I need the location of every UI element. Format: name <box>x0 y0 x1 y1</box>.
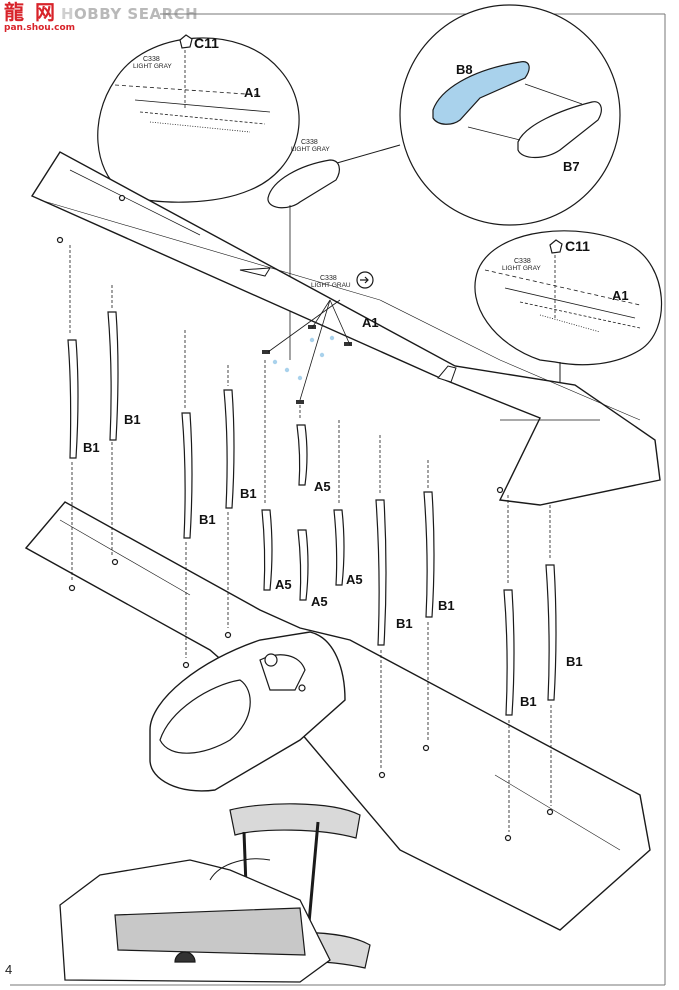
label-a1-right: A1 <box>612 288 629 303</box>
paint-code-4: C338 <box>514 258 531 265</box>
label-a5-1: A5 <box>314 479 331 494</box>
detail-circle-c11-left <box>97 34 300 205</box>
label-b1-1: B1 <box>83 440 100 455</box>
paint-code-1: C338 <box>143 56 160 63</box>
completed-view <box>59 803 371 983</box>
label-b8: B8 <box>456 62 473 77</box>
part-b7-shape <box>517 101 602 159</box>
fuselage <box>149 631 346 792</box>
detail-circle-b7-b8 <box>329 4 621 226</box>
watermark-url: pan.shou.com <box>4 23 76 33</box>
label-b1-6: B1 <box>438 598 455 613</box>
paint-code-3: C338 <box>320 275 337 282</box>
guide-lines <box>69 245 552 832</box>
label-b1-7: B1 <box>520 694 537 709</box>
watermark: 龍 网 pan.shou.com HOBBY SEARCH <box>4 0 199 33</box>
part-a-fairing <box>267 159 340 209</box>
label-b1-4: B1 <box>240 486 257 501</box>
page-number: 4 <box>5 962 13 977</box>
label-a5-4: A5 <box>346 572 363 587</box>
upper-wing <box>30 151 661 506</box>
paint-name-4: LIGHT GRAY <box>502 265 541 272</box>
label-b1-3: B1 <box>199 512 216 527</box>
label-c11-right: C11 <box>565 238 590 254</box>
label-a1-center: A1 <box>362 315 379 330</box>
label-b1-8: B1 <box>566 654 583 669</box>
label-b7: B7 <box>563 159 580 174</box>
paint-code-2: C338 <box>301 139 318 146</box>
detail-circle-c11-right <box>474 230 663 450</box>
label-a1-left: A1 <box>244 85 261 100</box>
part-b8-shape <box>432 61 530 125</box>
paint-name-3: LIGHT GRAU <box>311 282 351 289</box>
paint-name-1: LIGHT GRAY <box>133 63 172 70</box>
paint-name-2: LIGHT GRAY <box>291 146 330 153</box>
label-b1-2: B1 <box>124 412 141 427</box>
label-a5-2: A5 <box>275 577 292 592</box>
label-a5-3: A5 <box>311 594 328 609</box>
interplane-struts <box>67 311 557 716</box>
label-c11-left: C11 <box>194 35 219 51</box>
label-b1-5: B1 <box>396 616 413 631</box>
watermark-logo: 龍 网 <box>4 0 57 24</box>
watermark-text: HOBBY SEARCH <box>60 5 199 23</box>
